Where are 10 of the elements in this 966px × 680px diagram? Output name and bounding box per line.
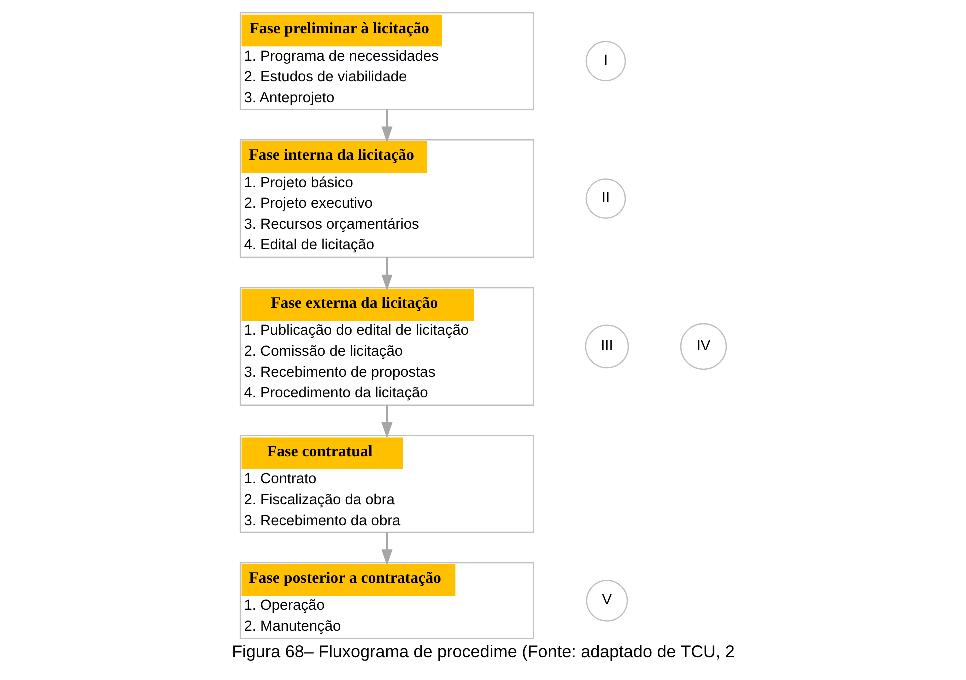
node-circle: III	[584, 324, 629, 369]
node-circle: V	[586, 580, 628, 622]
node-circle: II	[585, 178, 626, 219]
arrow	[381, 406, 392, 438]
arrow	[381, 258, 392, 291]
arrow	[381, 110, 392, 143]
arrow	[381, 532, 392, 566]
node-circle: I	[585, 41, 626, 82]
caption: Figura 68– Fluxograma de procedime (Fonte: adaptado de TCU, 2	[232, 642, 734, 662]
node-circle: IV	[680, 323, 727, 370]
